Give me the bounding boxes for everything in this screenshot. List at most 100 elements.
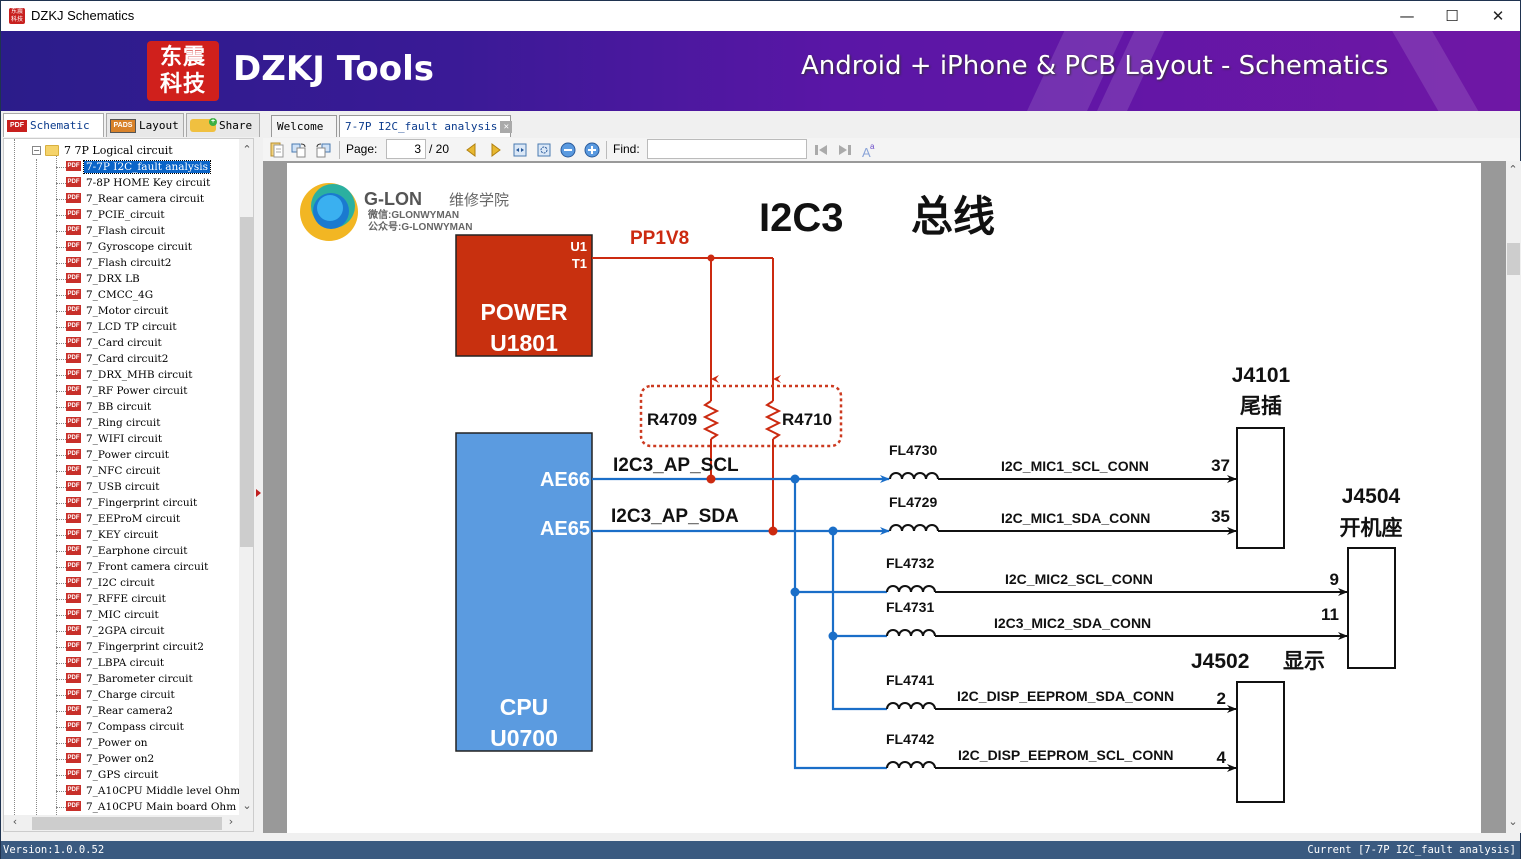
- tree-item-label: 7_Rear camera circuit: [86, 193, 205, 205]
- tab-share[interactable]: +Share: [186, 113, 260, 137]
- minimize-button[interactable]: —: [1399, 7, 1415, 25]
- collapse-icon[interactable]: −: [32, 145, 41, 155]
- pads-icon: PADS: [110, 118, 136, 133]
- zoom-in-icon[interactable]: [584, 142, 600, 158]
- zoom-out-icon[interactable]: [560, 142, 576, 158]
- fit-width-icon[interactable]: [512, 142, 528, 158]
- viewer-vertical-scrollbar[interactable]: ⌃ ⌄: [1506, 161, 1521, 833]
- scroll-down-icon[interactable]: ⌄: [242, 799, 252, 812]
- close-tab-icon[interactable]: ✕: [500, 120, 513, 133]
- find-input[interactable]: [647, 139, 807, 159]
- pin-number-label: 4: [1217, 748, 1227, 767]
- maximize-button[interactable]: ☐: [1445, 7, 1459, 25]
- viewer-scroll-thumb[interactable]: [1507, 243, 1520, 275]
- find-next-icon[interactable]: [837, 142, 853, 158]
- document-viewer[interactable]: G-LON 维修学院 微信:GLONWYMAN 公众号:G-LONWYMAN I…: [263, 161, 1506, 833]
- page-number-input[interactable]: 3: [386, 139, 426, 159]
- current-document-text: Current [7-7P I2C_fault analysis]: [1307, 844, 1516, 856]
- pdf-file-icon: PDF: [66, 705, 81, 715]
- next-page-icon[interactable]: [488, 142, 504, 158]
- scroll-up-icon[interactable]: ⌃: [242, 143, 252, 156]
- connector-j4502[interactable]: J4502 显示: [1191, 650, 1325, 803]
- splitter-collapse-icon[interactable]: [256, 489, 261, 497]
- fit-page-icon[interactable]: [536, 142, 552, 158]
- find-previous-icon[interactable]: [813, 142, 829, 158]
- close-button[interactable]: ✕: [1491, 7, 1505, 25]
- tab-i2c-fault-analysis[interactable]: 7-7P I2C_fault analysis✕: [339, 115, 513, 137]
- tab-welcome[interactable]: Welcome: [271, 115, 337, 137]
- power-block-ref: U1801: [490, 330, 558, 356]
- watermark-name-cn: 维修学院: [449, 191, 509, 209]
- scroll-left-icon[interactable]: ‹: [12, 815, 18, 828]
- tree-scroll-thumb[interactable]: [240, 217, 253, 547]
- connector-j4504[interactable]: J4504 开机座: [1340, 485, 1403, 669]
- tree-vertical-scrollbar[interactable]: ⌃ ⌄: [239, 139, 253, 815]
- viewer-scroll-down-icon[interactable]: ⌄: [1508, 815, 1518, 828]
- tree-folder-7p-logical[interactable]: −7 7P Logical circuit: [32, 143, 173, 159]
- viewer-scroll-up-icon[interactable]: ⌃: [1508, 163, 1518, 176]
- rotate-counterclockwise-icon[interactable]: [315, 142, 331, 158]
- tree-hscroll-thumb[interactable]: [32, 817, 222, 830]
- logo-line-1: 东震: [159, 45, 206, 70]
- rotate-clockwise-icon[interactable]: [291, 142, 307, 158]
- connector-j4101[interactable]: J4101 尾插: [1232, 364, 1291, 549]
- previous-page-icon[interactable]: [463, 142, 479, 158]
- document-properties-icon[interactable]: [269, 142, 285, 158]
- power-block-u1801[interactable]: U1 T1 POWER U1801: [455, 234, 593, 357]
- scroll-right-icon[interactable]: ›: [228, 815, 234, 828]
- cpu-block-u0700[interactable]: AE66 AE65 CPU U0700: [455, 432, 593, 752]
- tree-horizontal-scrollbar[interactable]: ‹ ›: [4, 815, 253, 831]
